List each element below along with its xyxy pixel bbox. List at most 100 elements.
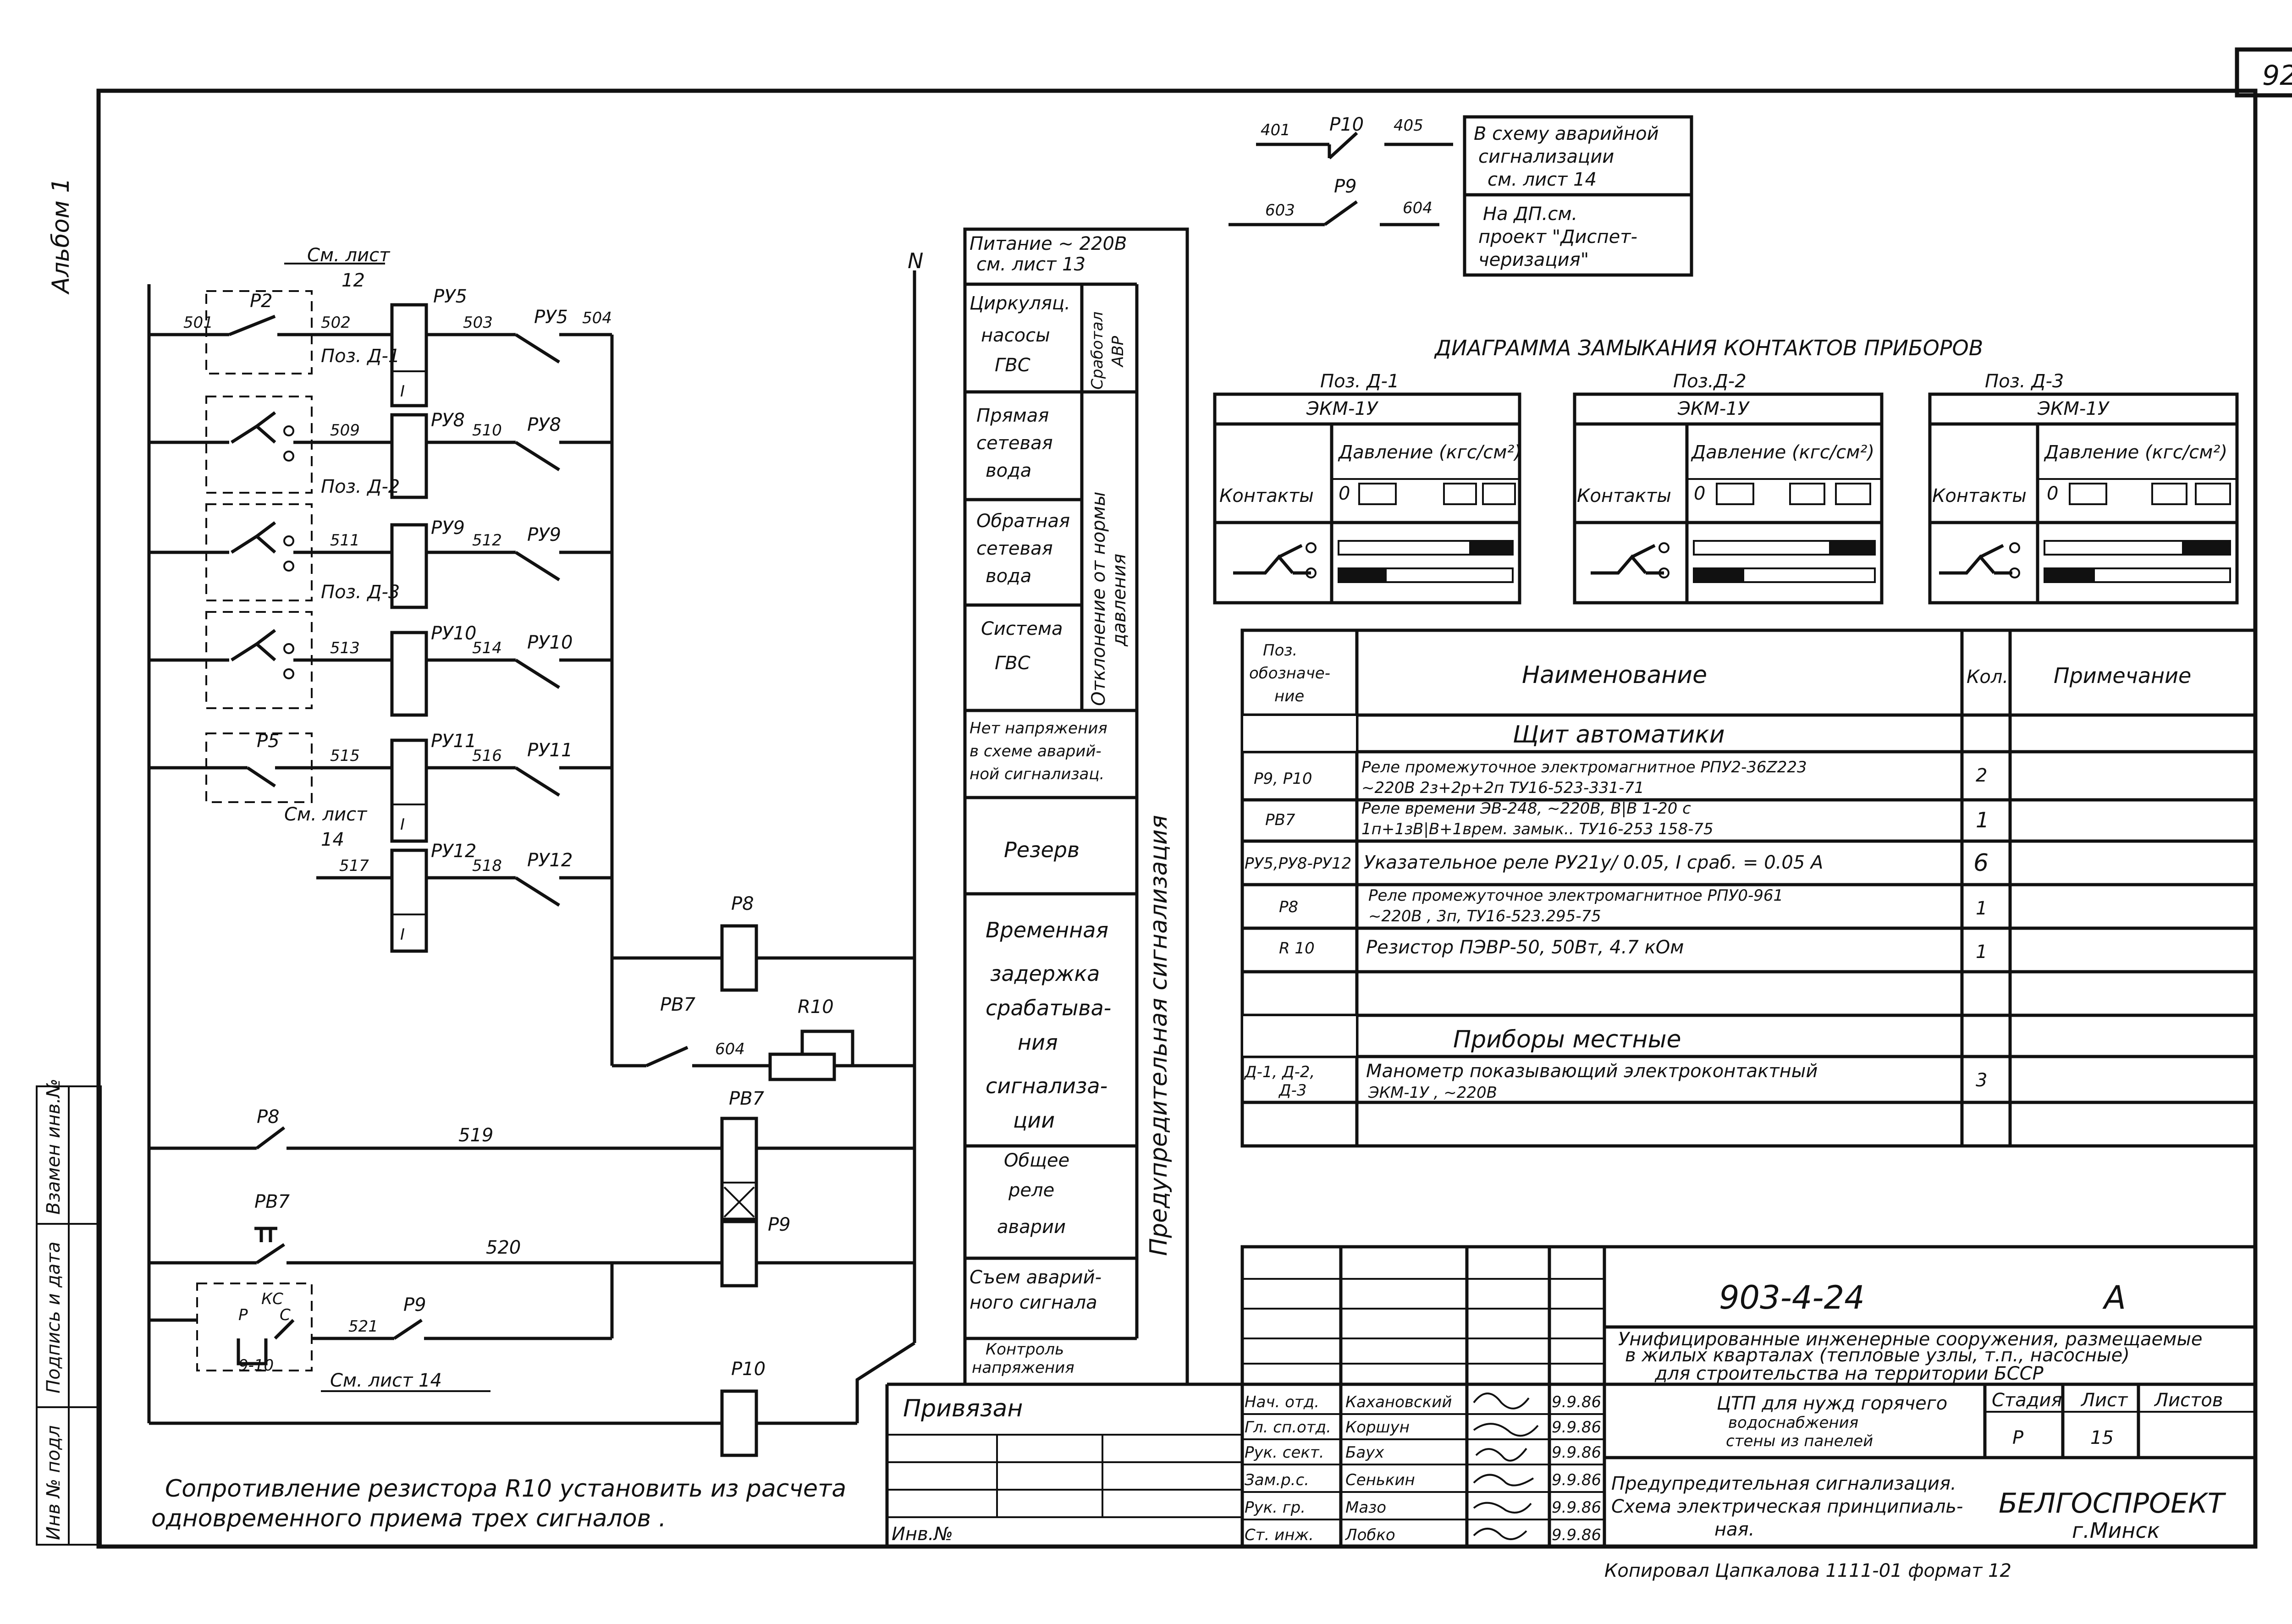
label-text: проект "Диспет- [1478, 226, 1637, 248]
label-text: Р10 [1329, 114, 1364, 135]
drawing-stroke [283, 425, 294, 436]
label-text: Нач. отд. [1245, 1393, 1319, 1411]
label-text: Указательное реле РУ21у/ 0.05, I сраб. =… [1364, 852, 1823, 873]
label-text: 9.9.86 [1552, 1418, 1601, 1437]
label-text: РУ12 [431, 841, 476, 862]
label-text: 401 [1261, 121, 1290, 139]
label-text: 12 [342, 270, 365, 291]
neutral-label: N [908, 248, 923, 273]
label-text: РВ7 [660, 994, 696, 1015]
label-text: Привязан [903, 1395, 1023, 1422]
drawing-stroke [515, 659, 560, 689]
stamp-inv-orig: Инв № подл [43, 1425, 64, 1540]
drawing-stroke [720, 924, 758, 992]
label-text: 0 [1339, 483, 1350, 504]
label-text: Мазо [1345, 1498, 1386, 1517]
label-text: Кол. [1967, 666, 2008, 688]
label-text: сигнализации [1478, 146, 1614, 167]
title-block: 903-4-24 А Унифицированные инженерные со… [885, 1245, 2257, 1581]
drawing-stroke [2009, 542, 2020, 553]
drawing-stroke [515, 551, 560, 581]
drawing-stroke [515, 766, 560, 797]
label-text: R 10 [1279, 939, 1315, 958]
drawing-stroke [390, 631, 428, 717]
label-text: 604 [1403, 199, 1432, 217]
label-text: Давление (кгс/см²) [2044, 442, 2227, 463]
label-text: Поз.Д-2 [1673, 371, 1747, 392]
label-text: РУ5 [433, 286, 467, 307]
drawing-stroke [1482, 483, 1516, 505]
label-text: КС [261, 1290, 283, 1308]
label-text: Циркуляц. [970, 293, 1070, 314]
label-text: ной сигнализац. [970, 765, 1104, 783]
drawing-stroke [205, 290, 313, 374]
label-text: Листов [2154, 1390, 2223, 1411]
label-text: 519 [458, 1125, 493, 1146]
drawing-stroke [1835, 483, 1871, 505]
label-text: Примечание [2054, 663, 2191, 688]
drawing-stroke [1358, 483, 1397, 505]
label-text: ЭКМ-1У [2037, 398, 2110, 419]
label-text: 501 [183, 314, 213, 332]
label-text: вода [986, 566, 1031, 587]
drawing-stroke [393, 1319, 423, 1340]
label-text: 511 [330, 531, 360, 550]
drawing-stroke [390, 413, 428, 499]
label-text: R10 [798, 996, 834, 1018]
row-509: 509 510 РУ8 РУ8 Поз. Д-1 Поз. Д-2 [149, 346, 612, 499]
drawing-stroke [1306, 542, 1317, 553]
drawing-stroke [1658, 567, 1669, 578]
diagram-block-1: Поз. Д-1 ЭКМ-1У Контакты Давление (кгс/с… [1213, 371, 1521, 605]
drawing-stroke [205, 732, 313, 803]
drawing-stroke [720, 1220, 758, 1288]
label-text: водоснабжения [1728, 1414, 1858, 1432]
drawing-stroke [1240, 628, 2257, 1148]
label-text: Коршун [1345, 1418, 1410, 1437]
label-text: 520 [486, 1237, 521, 1258]
drawing-stroke [800, 1029, 854, 1066]
row-511: 511 512 РУ9 РУ9 Поз. Д-3 [149, 503, 612, 609]
label-text: Ст. инж. [1245, 1526, 1314, 1544]
label-text: 903-4-24 [1719, 1279, 1865, 1316]
drawing-stroke [515, 333, 560, 363]
label-text: 405 [1394, 116, 1423, 135]
label-text: см. лист 13 [976, 254, 1085, 275]
label-text: См. лист 14 [330, 1370, 442, 1391]
label-text: обозначе- [1249, 664, 1330, 683]
label-text: Р8 [731, 893, 754, 914]
label-text: ции [1013, 1108, 1055, 1133]
label-text: Резистор ПЭВР-50, 50Вт, 4.7 кОм [1366, 937, 1684, 958]
label-text: Контакты [1219, 485, 1314, 506]
label-text: черизация" [1478, 249, 1589, 270]
label-text: 15 [2090, 1427, 2114, 1448]
label-text: Поз. Д-3 [1985, 371, 2064, 392]
stamp-replaced-inv: Взамен инв.№ [43, 1079, 64, 1215]
label-text: Предупредительная сигнализация [1145, 815, 1173, 1256]
label-text: 516 [472, 747, 502, 765]
circuit-diagram: N 501 502 503 504 Р2 РУ5 РУ5 См. лист 12… [147, 245, 923, 1532]
label-text: Д-1, Д-2, [1244, 1063, 1315, 1081]
label-text: 1 [1976, 808, 1989, 832]
label-text: ГВС [995, 653, 1030, 674]
drawing-stroke [1233, 544, 1311, 575]
label-text: См. лист [284, 804, 368, 825]
label-text: 1 [1976, 941, 1987, 963]
drawing-stroke [2009, 567, 2020, 578]
resistor-note-1: Сопротивление резистора R10 установить и… [165, 1475, 846, 1503]
drawing-stroke [237, 1338, 268, 1365]
label-text: РУ12 [527, 850, 573, 871]
label-text: РВ7 [254, 1191, 290, 1212]
label-text: Р [238, 1306, 248, 1324]
drawing-stroke [390, 303, 428, 407]
label-text: Нет напряжения [970, 719, 1107, 738]
label-text: 517 [339, 857, 369, 875]
label-text: Инв.№ [892, 1524, 953, 1545]
drawing-stroke [390, 848, 428, 953]
label-text: 9.9.86 [1552, 1471, 1601, 1489]
label-text: Общее [1004, 1150, 1069, 1171]
label-text: Реле промежуточное электромагнитное РПУ0… [1368, 886, 1783, 905]
drawing-stroke [255, 1126, 286, 1150]
label-text: Щит автоматики [1513, 721, 1725, 749]
label-text: Зам.р.с. [1245, 1471, 1309, 1489]
resistor-note-2: одновременного приема трех сигналов . [151, 1505, 666, 1532]
